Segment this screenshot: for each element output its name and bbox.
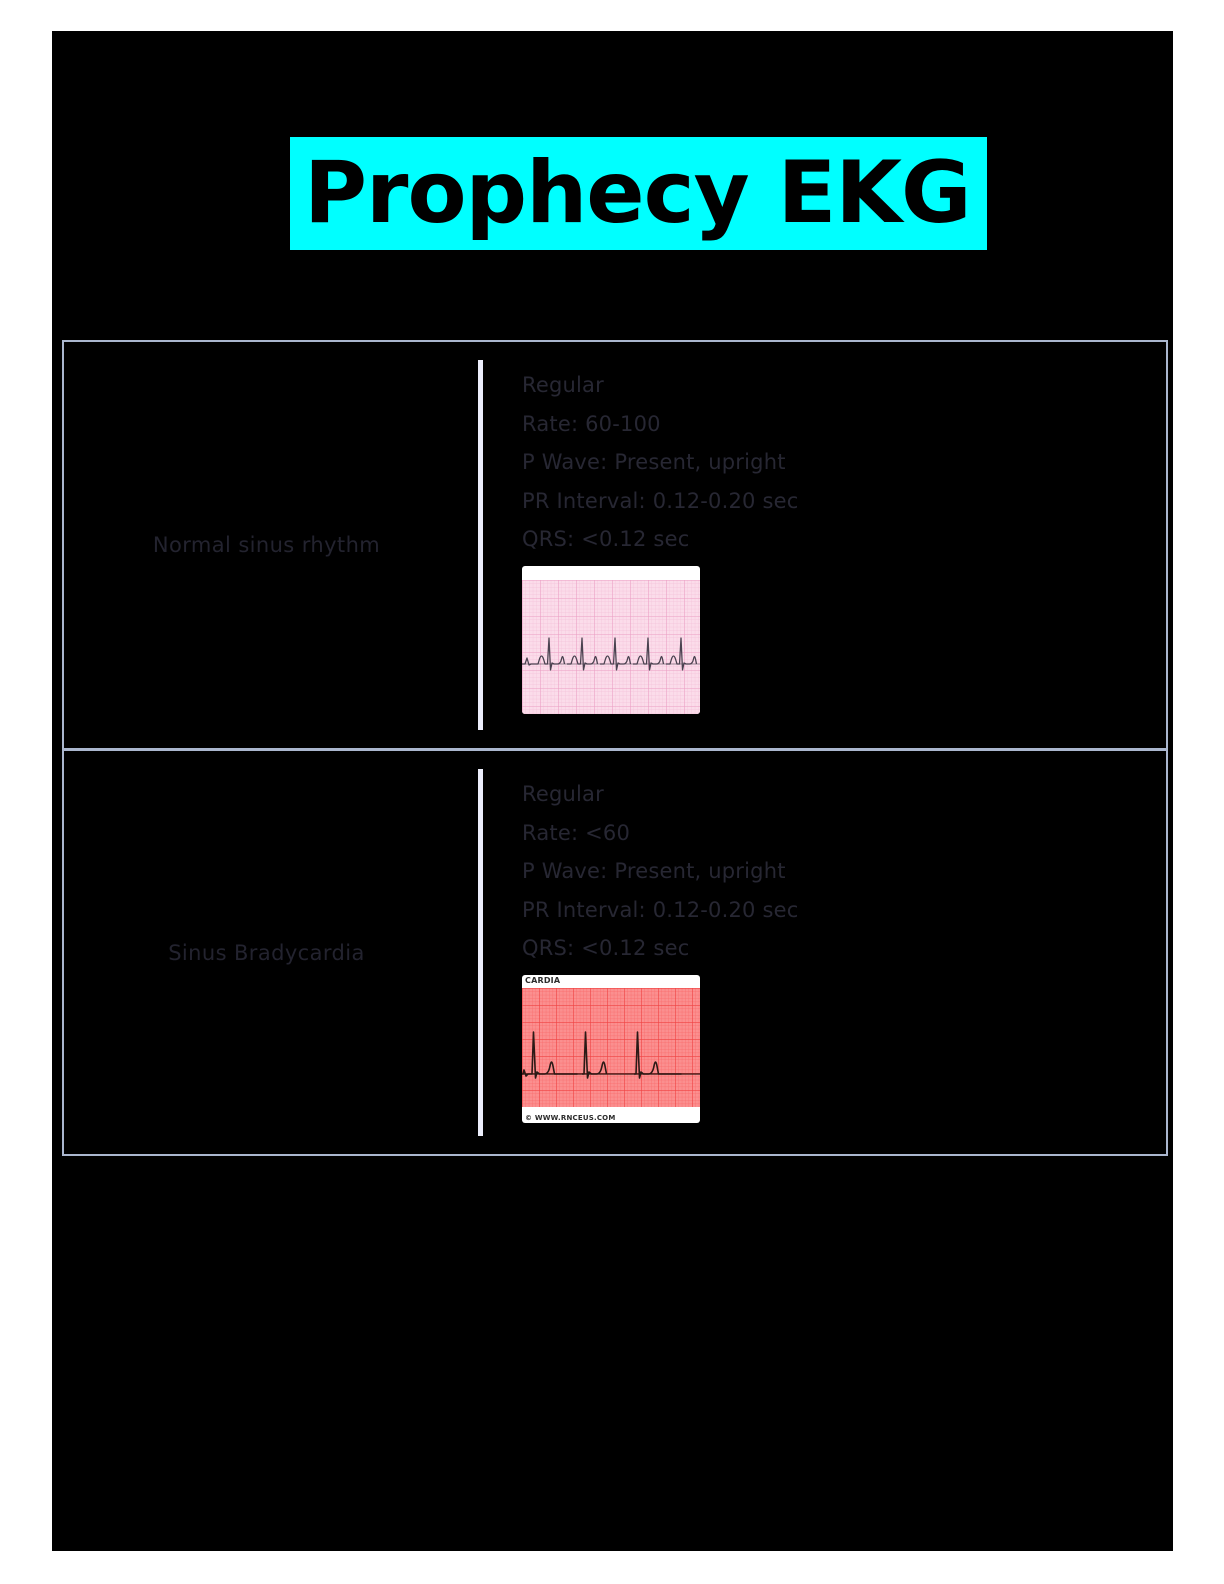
rhythm-detail-cell: Regular Rate: <60 P Wave: Present, uprig… — [469, 751, 1166, 1154]
rhythm-detail-cell: Regular Rate: 60-100 P Wave: Present, up… — [469, 342, 1166, 748]
detail-line-rate: Rate: 60-100 — [522, 411, 661, 436]
ekg-paper — [522, 987, 700, 1107]
table-row: Normal sinus rhythm Regular Rate: 60-100… — [64, 342, 1166, 748]
page-title: Prophecy EKG — [290, 137, 987, 250]
ekg-strip-caption-top: CARDIA — [525, 975, 561, 985]
page-title-text: Prophecy EKG — [290, 137, 987, 250]
ekg-trace-svg — [522, 579, 700, 714]
ekg-trace-svg — [522, 987, 700, 1107]
detail-line-qrs: QRS: <0.12 sec — [522, 527, 690, 551]
sinus-bradycardia-ekg-strip: CARDIA © WWW.RNCEUS.COM — [522, 974, 700, 1123]
rhythm-table: Normal sinus rhythm Regular Rate: 60-100… — [62, 340, 1168, 1156]
detail-line-rate: Rate: <60 — [522, 820, 631, 845]
detail-line-pr-interval: PR Interval: 0.12-0.20 sec — [522, 897, 799, 922]
rhythm-name-label: Sinus Bradycardia — [168, 940, 365, 965]
detail-line-pwave: P Wave: Present, upright — [522, 859, 786, 883]
cell-divider — [478, 769, 483, 1136]
ekg-paper — [522, 579, 700, 714]
normal-sinus-rhythm-ekg-strip — [522, 565, 700, 714]
table-row: Sinus Bradycardia Regular Rate: <60 P Wa… — [64, 748, 1166, 1154]
slide-page: Prophecy EKG Normal sinus rhythm Regular… — [52, 31, 1173, 1551]
detail-line-pr-interval: PR Interval: 0.12-0.20 sec — [522, 488, 799, 513]
cell-divider — [478, 360, 483, 730]
rhythm-name-cell: Normal sinus rhythm — [64, 342, 469, 748]
detail-line-rhythm: Regular — [522, 782, 604, 806]
detail-line-pwave: P Wave: Present, upright — [522, 450, 786, 474]
detail-line-rhythm: Regular — [522, 373, 604, 397]
rhythm-name-cell: Sinus Bradycardia — [64, 751, 469, 1154]
ekg-strip-caption-bottom: © WWW.RNCEUS.COM — [525, 1113, 616, 1122]
detail-line-qrs: QRS: <0.12 sec — [522, 936, 690, 960]
rhythm-name-label: Normal sinus rhythm — [152, 533, 381, 557]
